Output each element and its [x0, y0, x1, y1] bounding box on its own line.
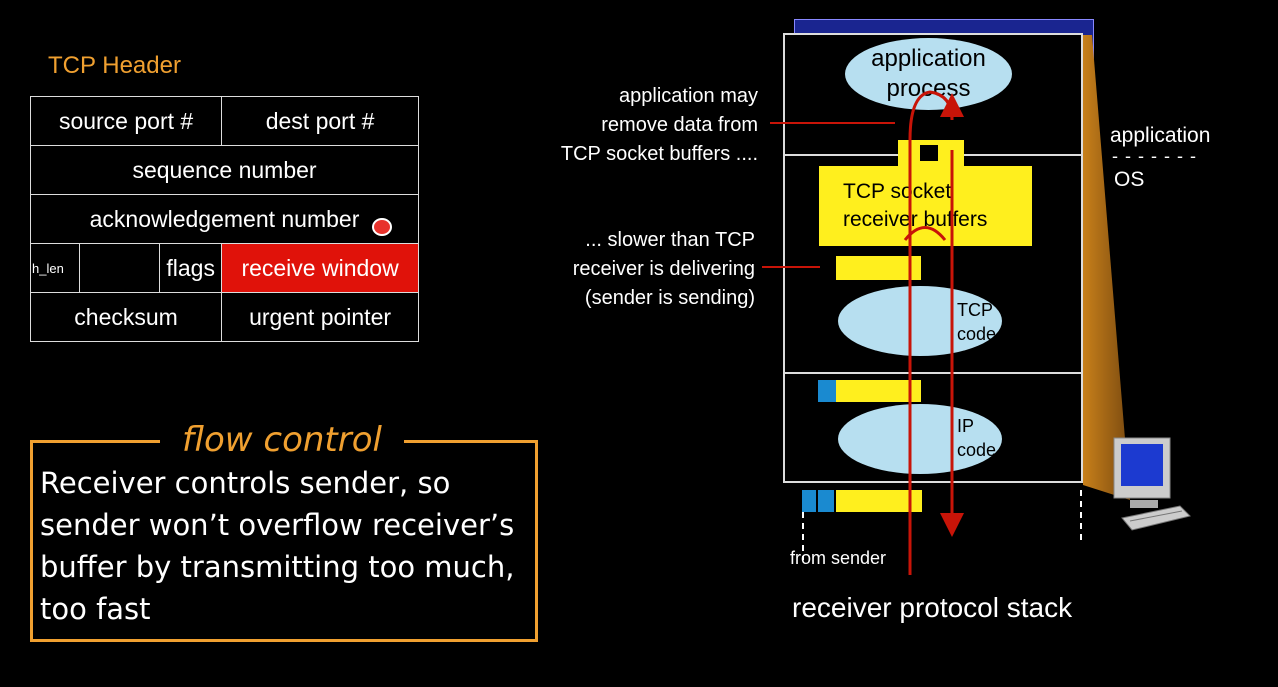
os-wedge — [1083, 35, 1130, 500]
tcp-segment-buffer — [836, 256, 921, 280]
pointer-dot-icon — [372, 218, 392, 236]
tcp-header-title: TCP Header — [48, 52, 181, 79]
layer-os-label: OS — [1114, 168, 1145, 191]
urgent-pointer-cell: urgent pointer — [221, 292, 419, 342]
flow-control-text: Receiver controls sender, so sender won’… — [40, 466, 515, 626]
application-process-ellipse — [845, 38, 1012, 110]
computer-icon — [1113, 437, 1191, 531]
checksum-cell: checksum — [29, 292, 223, 342]
flow-control-title: flow control — [160, 420, 404, 460]
tcp-socket-buffers — [819, 166, 1032, 246]
layer-divider-dashes: - - - - - - - — [1112, 146, 1197, 166]
ack-number-cell: acknowledgement number — [30, 194, 419, 244]
source-port-cell: source port # — [29, 96, 223, 146]
diagram-caption: receiver protocol stack — [792, 592, 1073, 623]
ip-code-ellipse — [838, 404, 1002, 474]
tcp-code-ellipse — [838, 286, 1002, 356]
net-header-block — [818, 490, 834, 512]
ip-header-block — [818, 380, 836, 402]
link-header-block — [802, 490, 816, 512]
buffer-slot — [920, 145, 938, 161]
layer-application-label: application — [1110, 124, 1211, 147]
h-len-cell: h_len — [30, 243, 80, 293]
receive-window-cell: receive window — [221, 243, 419, 293]
ip-payload-block — [836, 380, 921, 402]
flags-cell: flags — [159, 243, 223, 293]
from-sender-label: from sender — [790, 548, 887, 568]
tcp-ip-divider — [783, 372, 1083, 374]
packet-payload-block — [836, 490, 922, 512]
tcp-header-table: source port # dest port # sequence numbe… — [29, 96, 419, 342]
sequence-number-cell: sequence number — [30, 145, 419, 195]
